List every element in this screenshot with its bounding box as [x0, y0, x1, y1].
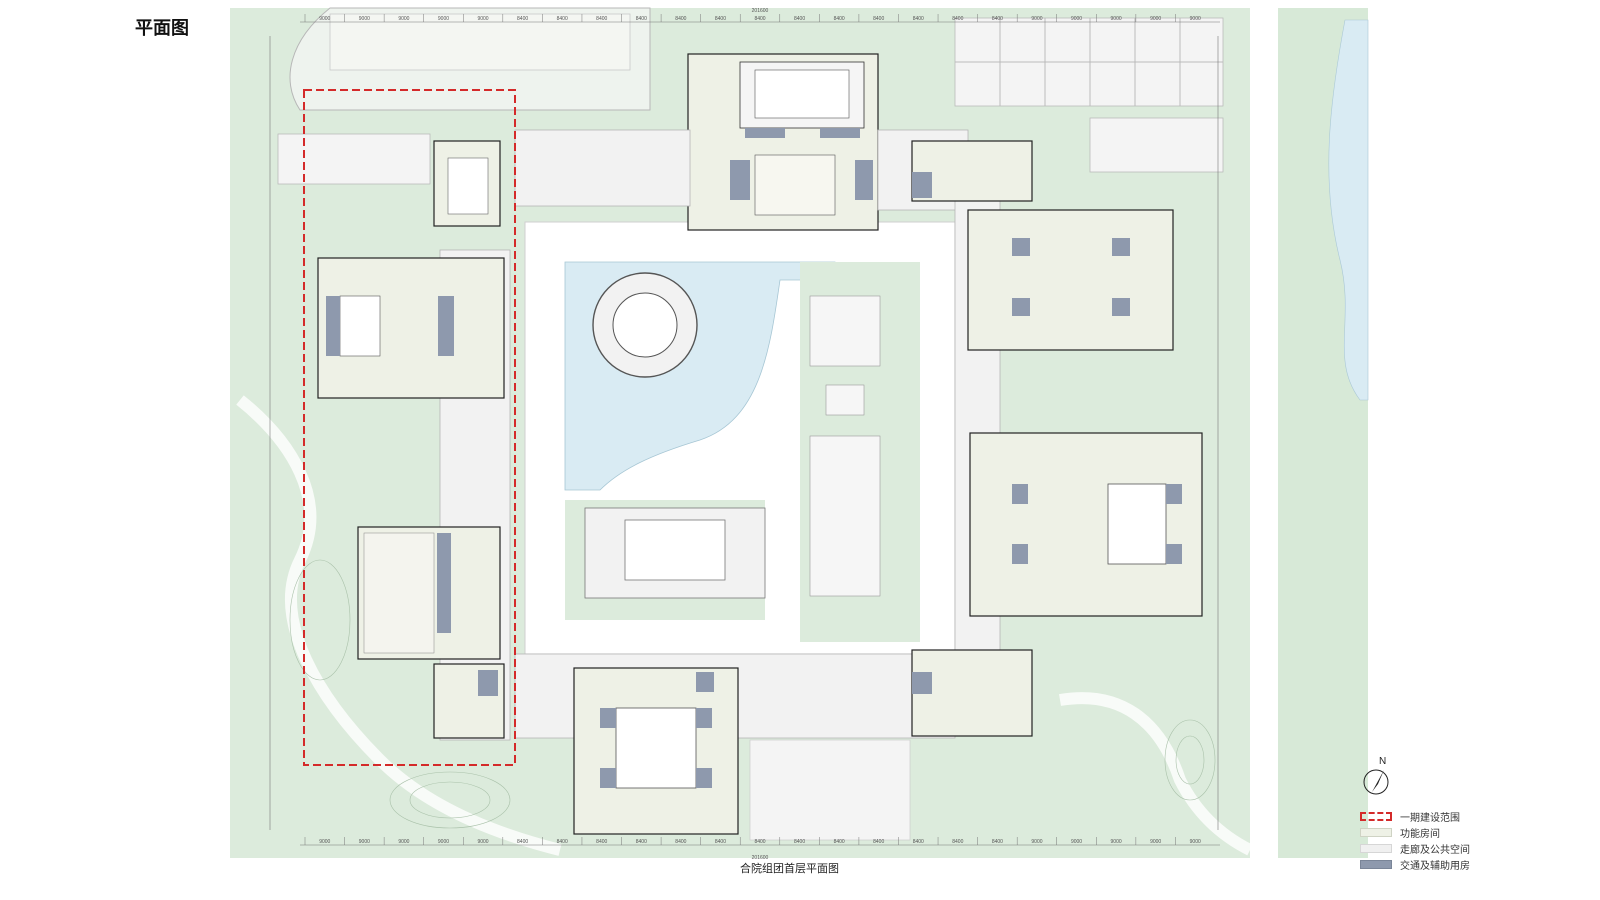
- phase-one-boundary: [303, 89, 516, 766]
- dimension-label: 8400: [992, 839, 1003, 845]
- dimension-label: 9000: [477, 839, 488, 845]
- north-building: [687, 53, 879, 231]
- west-building-library: [317, 257, 505, 399]
- dimension-label: 8400: [754, 16, 765, 22]
- dimension-label: 9000: [398, 839, 409, 845]
- dimension-label: 9000: [1111, 839, 1122, 845]
- dimension-label: 8400: [557, 16, 568, 22]
- dimension-label: 9000: [438, 839, 449, 845]
- dims-top-group: 9000 9000 9000 9000 9000 8400 8400 8400 8400 8400…: [304, 14, 1201, 22]
- dimension-label: 8400: [636, 839, 647, 845]
- legend: 一期建设范围 功能房间 走廊及公共空间 交通及辅助用房: [1360, 808, 1470, 872]
- dimension-label: 8400: [557, 839, 568, 845]
- dimension-label: 9000: [319, 839, 330, 845]
- legend-item-corridor: 走廊及公共空间: [1360, 840, 1470, 856]
- legend-label: 走廊及公共空间: [1400, 844, 1470, 856]
- landscape-path-right: [1059, 692, 1253, 856]
- west-building-lecture: [357, 526, 505, 739]
- legend-swatch-function: [1360, 827, 1392, 837]
- dimension-label: 8400: [834, 16, 845, 22]
- dim-total-top: 201600: [752, 8, 769, 14]
- dimension-label: 8400: [952, 839, 963, 845]
- dimension-label: 8400: [794, 839, 805, 845]
- dimension-label: 9000: [359, 16, 370, 22]
- dimension-label: 8400: [636, 16, 647, 22]
- page-title: 平面图: [135, 18, 189, 38]
- outdoor-amphitheater: [584, 507, 766, 599]
- dimension-label: 9000: [1111, 16, 1122, 22]
- sports-court-right: [1089, 117, 1224, 173]
- legend-swatch-circulation: [1360, 859, 1392, 869]
- dimension-label: 9000: [1031, 16, 1042, 22]
- parking-area: [277, 133, 431, 185]
- dimension-label: 8400: [596, 16, 607, 22]
- dimension-label: 8400: [517, 839, 528, 845]
- dimension-label: 8400: [596, 839, 607, 845]
- dims-bottom-group: 9000 9000 9000 9000 9000 8400 8400 8400 8400 8400…: [304, 837, 1201, 845]
- dimension-label: 9000: [438, 16, 449, 22]
- dimension-label: 9000: [1190, 16, 1201, 22]
- east-building-south: [911, 649, 1033, 737]
- dimension-label: 8400: [913, 16, 924, 22]
- dimension-label: 9000: [1150, 16, 1161, 22]
- legend-label: 功能房间: [1400, 828, 1440, 840]
- legend-swatch-dashed: [1360, 811, 1392, 821]
- south-building: [573, 667, 739, 835]
- dimension-label: 8400: [992, 16, 1003, 22]
- legend-item-phase-one: 一期建设范围: [1360, 808, 1470, 824]
- contour-lines: [289, 559, 1216, 829]
- dim-total-bottom: 201600: [752, 855, 769, 861]
- legend-item-circulation: 交通及辅助用房: [1360, 856, 1470, 872]
- sports-field-top: [329, 13, 631, 71]
- south-parking: [749, 739, 911, 841]
- dimension-label: 8400: [873, 839, 884, 845]
- dimension-label: 8400: [675, 839, 686, 845]
- legend-label: 交通及辅助用房: [1400, 860, 1470, 872]
- east-building-middle: [969, 432, 1203, 617]
- east-building-north: [911, 140, 1174, 351]
- dimension-label: 9000: [477, 16, 488, 22]
- dimension-label: 8400: [952, 16, 963, 22]
- north-arrow: N: [1362, 756, 1402, 806]
- dimension-label: 9000: [319, 16, 330, 22]
- central-steps: [809, 295, 881, 597]
- legend-swatch-corridor: [1360, 843, 1392, 853]
- landscape-path-left: [236, 395, 562, 856]
- legend-item-function: 功能房间: [1360, 824, 1470, 840]
- west-building-auditorium: [433, 140, 501, 227]
- dimension-label: 8400: [754, 839, 765, 845]
- dimension-label: 8400: [715, 16, 726, 22]
- legend-label: 一期建设范围: [1400, 812, 1460, 824]
- dimension-label: 8400: [913, 839, 924, 845]
- river: [1328, 19, 1369, 401]
- dimension-label: 8400: [794, 16, 805, 22]
- dimension-label: 8400: [834, 839, 845, 845]
- dimension-label: 9000: [1190, 839, 1201, 845]
- north-label: N: [1379, 756, 1387, 767]
- dimension-label: 8400: [873, 16, 884, 22]
- basketball-courts: [954, 17, 1224, 107]
- dimension-label: 9000: [359, 839, 370, 845]
- dimension-label: 9000: [1031, 839, 1042, 845]
- dimension-label: 8400: [517, 16, 528, 22]
- dimension-label: 9000: [1071, 839, 1082, 845]
- dimension-label: 9000: [398, 16, 409, 22]
- dimension-label: 9000: [1071, 16, 1082, 22]
- dimension-label: 9000: [1150, 839, 1161, 845]
- dimension-label: 8400: [675, 16, 686, 22]
- circular-pavilion: [592, 272, 698, 378]
- plan-caption: 合院组团首层平面图: [740, 863, 839, 875]
- dimension-label: 8400: [715, 839, 726, 845]
